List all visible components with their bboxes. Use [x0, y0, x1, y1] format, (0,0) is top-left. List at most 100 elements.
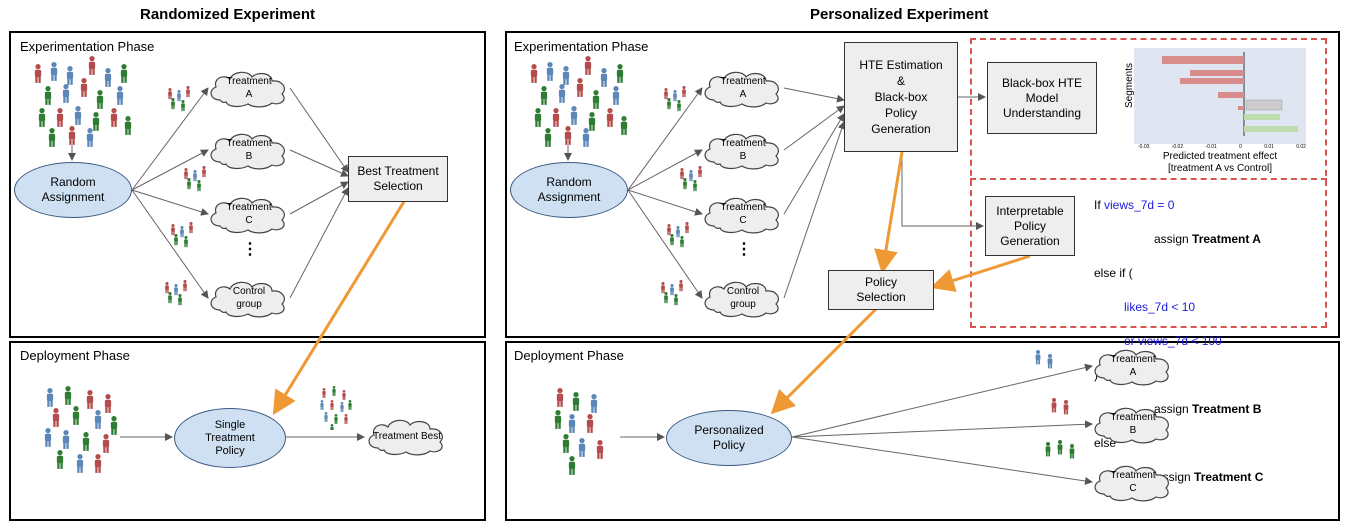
single-treatment-policy-label: Single Treatment Policy	[205, 418, 255, 457]
person-icon	[693, 180, 697, 192]
hte-chart-plot	[1134, 48, 1306, 144]
small-group-icon	[667, 222, 689, 248]
person-icon	[66, 66, 74, 85]
code-line: likes_7d < 10	[1094, 299, 1263, 316]
person-icon	[562, 434, 570, 453]
population-group-icon	[34, 56, 132, 147]
blackbox-understanding-box: Black-box HTE Model Understanding	[987, 62, 1097, 134]
treatment-a-label: Treatment A	[1110, 354, 1156, 378]
person-icon	[664, 292, 668, 304]
code-text: If	[1094, 198, 1105, 212]
person-icon	[178, 294, 182, 306]
person-icon	[661, 282, 665, 294]
person-icon	[86, 128, 94, 147]
random-assignment-label: Random Assignment	[41, 175, 105, 204]
blackbox-dashed-region	[970, 38, 1327, 328]
random-assignment-ellipse: Random Assignment	[510, 162, 628, 218]
person-icon	[330, 400, 334, 410]
person-icon	[74, 106, 82, 125]
control-group-label: Control group	[232, 286, 266, 310]
hte-tick: 0	[1239, 144, 1242, 150]
person-icon	[600, 68, 608, 87]
person-icon	[180, 226, 184, 238]
code-line: or views_7d < 100	[1094, 333, 1263, 350]
person-icon	[56, 108, 64, 127]
treatment-b-label: Treatment B	[226, 138, 272, 162]
person-icon	[670, 284, 674, 296]
best-treatment-selection-box: Best Treatment Selection	[348, 156, 448, 202]
green-group-icon	[1045, 440, 1075, 459]
person-icon	[120, 64, 128, 83]
population-group-icon	[554, 388, 604, 475]
person-icon	[667, 98, 671, 110]
treatment-c-cloud: Treatment C	[1090, 462, 1176, 502]
treatment-b-cloud: Treatment B	[700, 130, 786, 170]
population-group-icon	[530, 56, 628, 147]
dashed-divider	[970, 178, 1327, 180]
small-group-icon	[664, 86, 686, 112]
person-icon	[677, 100, 681, 112]
right-deployment-label: Deployment Phase	[514, 348, 624, 363]
cloud-icon	[1094, 349, 1169, 386]
code-condition: views_7d = 0	[1104, 198, 1175, 212]
small-group-icon	[168, 86, 190, 112]
person-icon	[698, 166, 702, 178]
person-icon	[174, 234, 178, 246]
person-icon	[186, 86, 190, 98]
person-icon	[193, 170, 197, 182]
personalized-policy-ellipse: Personalized Policy	[666, 410, 792, 466]
person-icon	[670, 234, 674, 246]
person-icon	[88, 56, 96, 75]
person-icon	[568, 414, 576, 433]
person-icon	[171, 98, 175, 110]
right-experimentation-label: Experimentation Phase	[514, 39, 649, 54]
blackbox-understanding-label: Black-box HTE Model Understanding	[1001, 75, 1083, 120]
person-icon	[1063, 400, 1069, 415]
person-icon	[171, 224, 175, 236]
code-treatment: Treatment C	[1194, 470, 1264, 484]
person-icon	[110, 108, 118, 127]
person-icon	[38, 108, 46, 127]
person-icon	[320, 400, 324, 410]
single-treatment-policy-ellipse: Single Treatment Policy	[174, 408, 286, 468]
code-line: If views_7d = 0	[1094, 197, 1263, 214]
small-group-icon	[165, 280, 187, 306]
person-icon	[673, 90, 677, 102]
person-icon	[104, 394, 112, 413]
person-icon	[683, 178, 687, 190]
person-icon	[342, 390, 346, 400]
person-icon	[82, 432, 90, 451]
policy-selection-label: Policy Selection	[856, 275, 906, 304]
interpretable-policy-label: Interpretable Policy Generation	[996, 203, 1064, 248]
person-icon	[56, 450, 64, 469]
person-icon	[183, 280, 187, 292]
control-group-label: Control group	[726, 286, 760, 310]
person-icon	[332, 386, 336, 396]
person-icon	[322, 388, 326, 398]
treatment-best-label: Treatment Best	[373, 430, 441, 442]
person-icon	[679, 280, 683, 292]
population-group-icon	[44, 386, 118, 473]
hte-tick: -0.01	[1205, 144, 1217, 150]
person-icon	[96, 90, 104, 109]
person-icon	[546, 62, 554, 81]
left-title: Randomized Experiment	[140, 6, 316, 23]
treatment-best-cloud: Treatment Best	[364, 416, 450, 456]
person-icon	[197, 180, 201, 192]
person-icon	[348, 400, 352, 410]
cloud-icon	[704, 281, 779, 318]
treatment-c-label: Treatment C	[226, 202, 272, 226]
red-group-icon	[1051, 398, 1069, 415]
person-icon	[48, 128, 56, 147]
person-icon	[72, 406, 80, 425]
code-condition: or views_7d < 100	[1124, 334, 1222, 348]
treatment-a-cloud: Treatment A	[1090, 346, 1176, 386]
person-icon	[102, 434, 110, 453]
control-group-cloud: Control group	[700, 278, 786, 318]
right-title: Personalized Experiment	[810, 6, 989, 23]
code-condition: likes_7d < 10	[1124, 300, 1196, 314]
person-icon	[578, 438, 586, 457]
cloud-icon	[210, 71, 285, 108]
treatment-c-label: Treatment C	[720, 202, 766, 226]
